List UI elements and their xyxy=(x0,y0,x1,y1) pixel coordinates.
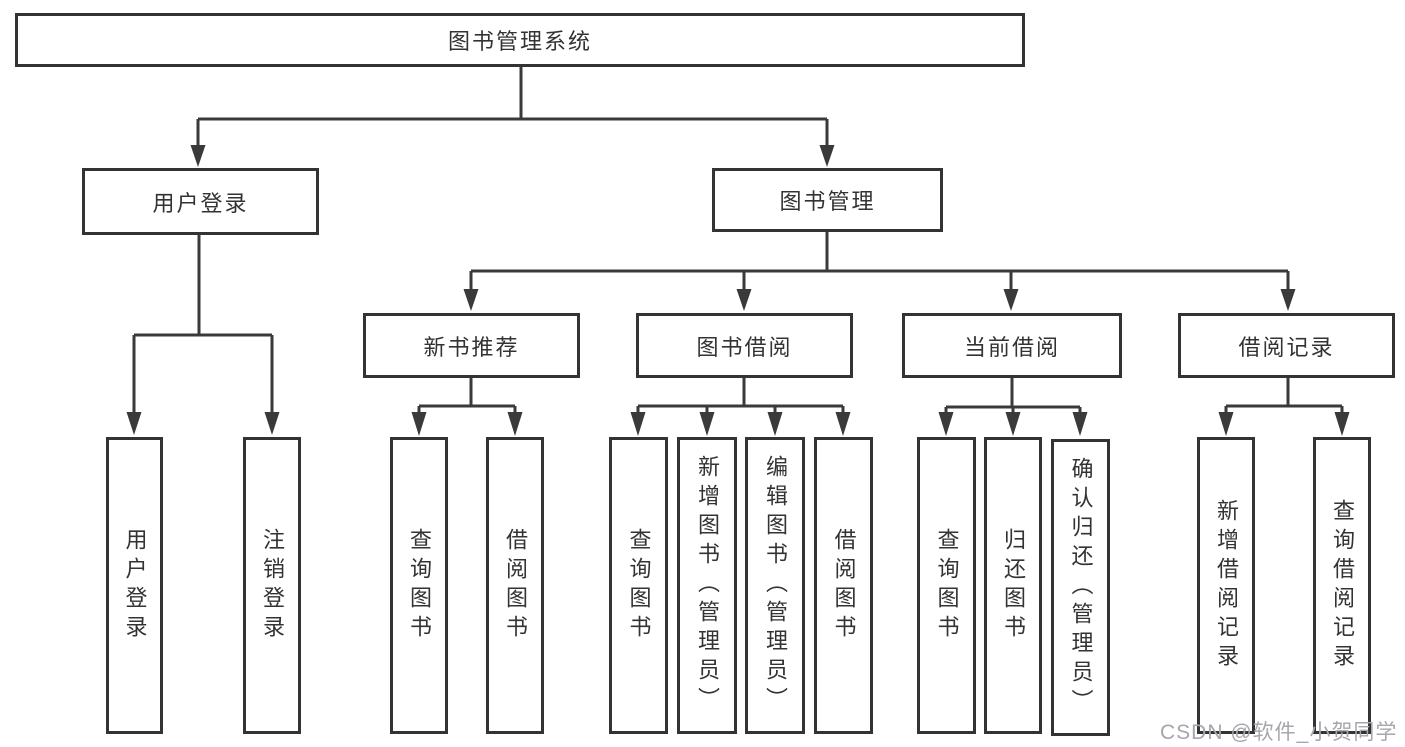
node-leaf-add-borrow-record: 新增借阅记录 xyxy=(1197,437,1255,734)
node-current-borrowing: 当前借阅 xyxy=(902,313,1122,378)
node-leaf-borrow-books-1: 借阅图书 xyxy=(486,437,544,734)
node-leaf-query-books-3: 查询图书 xyxy=(917,437,976,734)
node-new-book-recommend: 新书推荐 xyxy=(363,313,580,378)
node-leaf-query-books-2: 查询图书 xyxy=(609,437,668,734)
node-book-management: 图书管理 xyxy=(712,168,943,232)
node-leaf-add-books-admin: 新增图书（管理员） xyxy=(677,437,737,734)
node-user-login: 用户登录 xyxy=(82,168,319,235)
node-leaf-edit-books-admin: 编辑图书（管理员） xyxy=(745,437,805,734)
node-leaf-user-login: 用户登录 xyxy=(106,437,163,734)
node-borrowing-records: 借阅记录 xyxy=(1178,313,1395,378)
arrowheads xyxy=(126,145,1350,436)
node-leaf-logout: 注销登录 xyxy=(243,437,301,734)
node-book-borrowing: 图书借阅 xyxy=(636,313,853,378)
tree-connectors xyxy=(132,67,1344,413)
node-library-system: 图书管理系统 xyxy=(15,13,1025,67)
node-leaf-borrow-books-2: 借阅图书 xyxy=(814,437,873,734)
node-leaf-confirm-return-admin: 确认归还（管理员） xyxy=(1051,439,1110,736)
csdn-watermark: CSDN @软件_小贺同学 xyxy=(1160,721,1398,744)
node-leaf-query-borrow-record: 查询借阅记录 xyxy=(1313,437,1371,734)
node-leaf-query-books-1: 查询图书 xyxy=(390,437,448,734)
node-leaf-return-books: 归还图书 xyxy=(984,437,1042,734)
